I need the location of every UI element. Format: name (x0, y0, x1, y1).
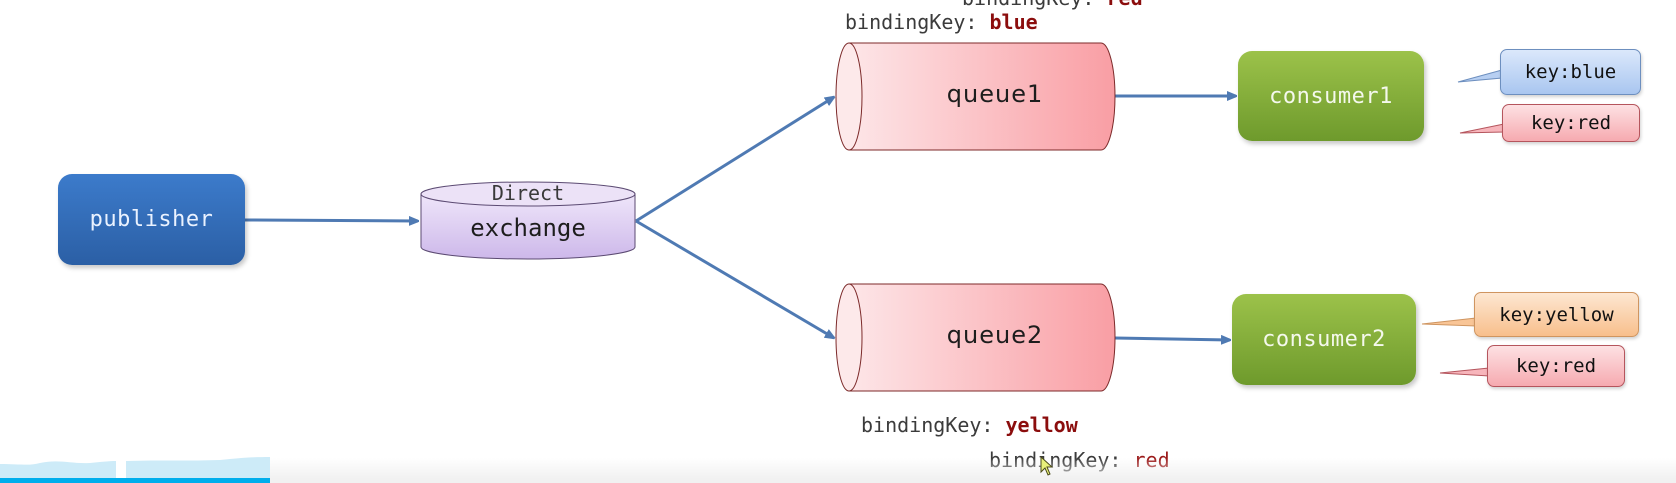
queue2-cylinder[interactable] (835, 283, 1116, 392)
queue1-body (848, 42, 1116, 151)
binding-key-value: blue (989, 10, 1038, 34)
binding-key-queue1-blue: bindingKey: blue (845, 10, 1038, 34)
queue1-end (835, 42, 863, 151)
edge-queue2-consumer2 (1114, 338, 1230, 340)
publisher-node[interactable]: publisher (58, 174, 245, 265)
consumer2-key-tag-yellow: key:yellow (1474, 292, 1639, 337)
queue1-cylinder[interactable] (835, 42, 1116, 151)
consumer2-key-tag-red: key:red (1487, 345, 1625, 387)
tail-c1-red (1459, 123, 1505, 134)
consumer2-node[interactable]: consumer2 (1232, 294, 1416, 385)
edge-exchange-queue2 (635, 219, 834, 338)
edge-publisher-exchange (244, 220, 418, 221)
publisher-label: publisher (89, 207, 214, 232)
mouse-cursor-icon (1040, 456, 1054, 476)
tail-c1-blue (1457, 69, 1503, 83)
binding-key-queue1-red: bindingKey: red (962, 0, 1143, 10)
queue2-label: queue2 (946, 321, 1044, 349)
consumer1-node[interactable]: consumer1 (1238, 51, 1424, 141)
tail-c2-red (1439, 367, 1490, 377)
progress-heatmap (0, 457, 270, 478)
tail-c2-yellow (1421, 317, 1477, 327)
binding-key-value: red (1107, 0, 1143, 10)
consumer1-label: consumer1 (1269, 83, 1393, 109)
queue1-label: queue1 (946, 80, 1044, 108)
edges (244, 96, 1236, 340)
tag-label: key:red (1515, 355, 1597, 377)
binding-key-prefix: bindingKey: (861, 413, 994, 437)
binding-key-queue2-yellow: bindingKey: yellow (861, 413, 1078, 437)
exchange-name-label: exchange (470, 214, 586, 242)
tag-label: key:blue (1524, 61, 1617, 83)
exchange-top (420, 181, 636, 207)
consumer1-key-tag-red: key:red (1502, 104, 1640, 142)
edge-exchange-queue1 (635, 97, 834, 223)
tag-label: key:yellow (1499, 303, 1614, 326)
consumer2-label: consumer2 (1262, 327, 1386, 352)
video-progress-bar[interactable] (0, 478, 1676, 483)
queue2-end (835, 283, 863, 392)
exchange-body (420, 193, 636, 260)
binding-key-prefix: bindingKey: (962, 0, 1094, 10)
binding-key-prefix: bindingKey: (845, 10, 978, 34)
player-controls-fade (270, 458, 1676, 478)
binding-key-value: yellow (1005, 413, 1078, 437)
tag-label: key:red (1530, 112, 1612, 134)
consumer1-key-tag-blue: key:blue (1500, 49, 1641, 95)
queue2-body (848, 283, 1116, 392)
exchange-type-label: Direct (491, 181, 565, 205)
video-progress-played (0, 478, 270, 483)
exchange-cylinder[interactable] (420, 181, 636, 260)
